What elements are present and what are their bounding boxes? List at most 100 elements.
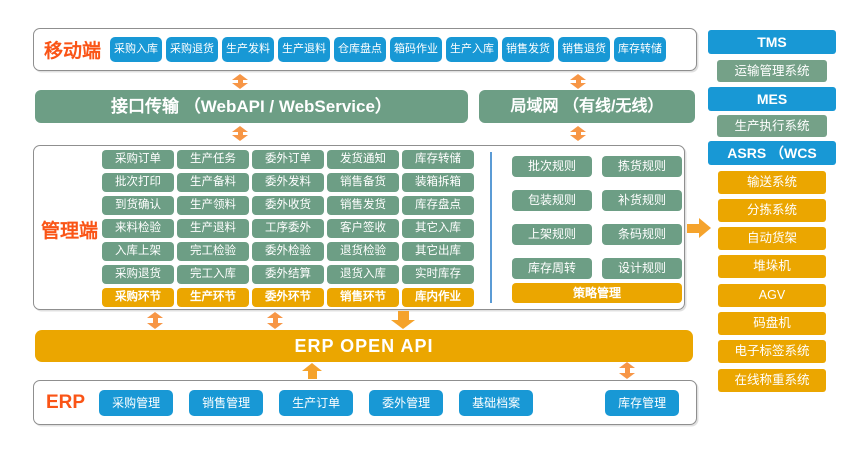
mgmt-btn-customer-sign[interactable]: 客户签收 [327,219,399,238]
mobile-btn-sales-return[interactable]: 销售退货 [558,37,611,62]
vertical-double-arrow-icon [232,74,248,89]
mgmt-btn-production-picking[interactable]: 生产领料 [177,196,249,215]
mobile-btn-production-issue[interactable]: 生产发料 [222,37,275,62]
mobile-btn-sales-shipment[interactable]: 销售发货 [502,37,555,62]
rules-grid: 批次规则 拣货规则 包装规则 补货规则 上架规则 条码规则 库存周转 设计规则 [512,156,682,279]
sidebar-device-electronic-label[interactable]: 电子标签系统 [718,340,826,363]
erp-btn-basic-data[interactable]: 基础档案 [459,389,534,416]
mgmt-btn-return-inbound[interactable]: 退货入库 [327,265,399,284]
up-arrow-icon [302,363,322,379]
mgmt-btn-arrival-confirm[interactable]: 到货确认 [102,196,174,215]
vertical-double-arrow-icon [232,126,248,141]
sidebar-asrs-header[interactable]: ASRS （WCS [708,141,836,165]
mgmt-btn-production-prep[interactable]: 生产备料 [177,173,249,192]
mgmt-btn-outsourcing-receipt[interactable]: 委外收货 [252,196,324,215]
mgmt-btn-production-return[interactable]: 生产退料 [177,219,249,238]
sidebar-mes-header[interactable]: MES [708,87,836,111]
mgmt-btn-pack-unpack[interactable]: 装箱拆箱 [402,173,474,192]
rule-btn-stock-turnover[interactable]: 库存周转 [512,258,592,279]
sidebar-device-agv[interactable]: AGV [718,284,826,307]
erp-open-api-banner: ERP OPEN API [35,330,693,362]
rule-btn-barcode[interactable]: 条码规则 [602,224,682,245]
mgmt-btn-batch-print[interactable]: 批次打印 [102,173,174,192]
section-divider [490,152,492,303]
mgmt-btn-stock-transfer[interactable]: 库存转储 [402,150,474,169]
mobile-btn-warehouse-count[interactable]: 仓库盘点 [334,37,387,62]
management-column-warehouse: 库存转储 装箱拆箱 库存盘点 其它入库 其它出库 实时库存 库内作业 [402,150,474,307]
management-column-outsourcing: 委外订单 委外发料 委外收货 工序委外 委外检验 委外结算 委外环节 [252,150,324,307]
banner-interface-transfer: 接口传输 （WebAPI / WebService） [35,90,468,123]
mgmt-btn-other-inbound[interactable]: 其它入库 [402,219,474,238]
mgmt-btn-putaway[interactable]: 入库上架 [102,242,174,261]
rule-btn-batch[interactable]: 批次规则 [512,156,592,177]
erp-section: ERP 采购管理 销售管理 生产订单 委外管理 基础档案 库存管理 [33,380,697,425]
erp-btn-production-order[interactable]: 生产订单 [279,389,354,416]
mgmt-btn-stock-count[interactable]: 库存盘点 [402,196,474,215]
mgmt-btn-outsourcing-order[interactable]: 委外订单 [252,150,324,169]
vertical-double-arrow-icon [267,312,283,329]
mgmt-btn-outsourcing-issue[interactable]: 委外发料 [252,173,324,192]
mgmt-btn-realtime-stock[interactable]: 实时库存 [402,265,474,284]
vertical-double-arrow-icon [619,362,635,379]
mgmt-btn-sales-prep[interactable]: 销售备货 [327,173,399,192]
mgmt-btn-other-outbound[interactable]: 其它出库 [402,242,474,261]
rule-btn-packing[interactable]: 包装规则 [512,190,592,211]
rule-btn-replenishment[interactable]: 补货规则 [602,190,682,211]
mgmt-footer-purchase[interactable]: 采购环节 [102,288,174,307]
management-section-label: 管理端 [41,221,99,242]
sidebar-mes-subtitle[interactable]: 生产执行系统 [717,115,827,137]
mgmt-btn-purchase-return[interactable]: 采购退货 [102,265,174,284]
mobile-btn-purchase-inbound[interactable]: 采购入库 [110,37,163,62]
vertical-double-arrow-icon [147,312,163,329]
mgmt-btn-shipment-notice[interactable]: 发货通知 [327,150,399,169]
mgmt-btn-return-inspection[interactable]: 退货检验 [327,242,399,261]
mobile-btn-stock-transfer[interactable]: 库存转储 [614,37,667,62]
erp-btn-sales-mgmt[interactable]: 销售管理 [189,389,264,416]
mobile-btn-production-inbound[interactable]: 生产入库 [446,37,499,62]
vertical-double-arrow-icon [570,74,586,89]
mgmt-btn-sales-shipment[interactable]: 销售发货 [327,196,399,215]
mgmt-btn-completion-inspection[interactable]: 完工检验 [177,242,249,261]
management-column-purchase: 采购订单 批次打印 到货确认 来料检验 入库上架 采购退货 采购环节 [102,150,174,307]
management-column-sales: 发货通知 销售备货 销售发货 客户签收 退货检验 退货入库 销售环节 [327,150,399,307]
management-section: 管理端 采购订单 批次打印 到货确认 来料检验 入库上架 采购退货 采购环节 生… [33,145,685,310]
sidebar-tms-subtitle[interactable]: 运输管理系统 [717,60,827,82]
banner-lan: 局域网 （有线/无线） [479,90,695,123]
mgmt-btn-process-outsourcing[interactable]: 工序委外 [252,219,324,238]
rule-btn-design[interactable]: 设计规则 [602,258,682,279]
mobile-btn-purchase-return[interactable]: 采购退货 [166,37,219,62]
rule-btn-putaway[interactable]: 上架规则 [512,224,592,245]
mgmt-btn-incoming-inspection[interactable]: 来料检验 [102,219,174,238]
sidebar-device-sorting[interactable]: 分拣系统 [718,199,826,222]
mgmt-btn-production-task[interactable]: 生产任务 [177,150,249,169]
sidebar-device-conveyor[interactable]: 输送系统 [718,171,826,194]
mgmt-btn-outsourcing-settlement[interactable]: 委外结算 [252,265,324,284]
erp-btn-outsourcing-mgmt[interactable]: 委外管理 [369,389,444,416]
erp-btn-purchase-mgmt[interactable]: 采购管理 [99,389,174,416]
mobile-btn-production-return[interactable]: 生产退料 [278,37,331,62]
sidebar-device-online-weighing[interactable]: 在线称重系统 [718,369,826,392]
mgmt-btn-purchase-order[interactable]: 采购订单 [102,150,174,169]
down-arrow-icon [391,311,415,329]
strategy-management-button[interactable]: 策略管理 [512,283,682,303]
sidebar-tms-header[interactable]: TMS [708,30,836,54]
vertical-double-arrow-icon [570,126,586,141]
mobile-section: 移动端 采购入库 采购退货 生产发料 生产退料 仓库盘点 箱码作业 生产入库 销… [33,28,697,71]
mgmt-footer-sales[interactable]: 销售环节 [327,288,399,307]
sidebar-device-auto-rack[interactable]: 自动货架 [718,227,826,250]
erp-btn-inventory-mgmt[interactable]: 库存管理 [605,389,680,416]
mobile-btn-box-code[interactable]: 箱码作业 [390,37,443,62]
rule-btn-picking[interactable]: 拣货规则 [602,156,682,177]
mgmt-footer-production[interactable]: 生产环节 [177,288,249,307]
erp-section-label: ERP [46,391,86,413]
management-column-production: 生产任务 生产备料 生产领料 生产退料 完工检验 完工入库 生产环节 [177,150,249,307]
mgmt-footer-warehouse[interactable]: 库内作业 [402,288,474,307]
mgmt-footer-outsourcing[interactable]: 委外环节 [252,288,324,307]
right-arrow-icon [687,218,711,238]
mgmt-btn-outsourcing-inspection[interactable]: 委外检验 [252,242,324,261]
mobile-section-label: 移动端 [44,41,102,62]
sidebar-device-stacker[interactable]: 堆垛机 [718,255,826,278]
sidebar-device-palletizer[interactable]: 码盘机 [718,312,826,335]
mgmt-btn-completion-inbound[interactable]: 完工入库 [177,265,249,284]
